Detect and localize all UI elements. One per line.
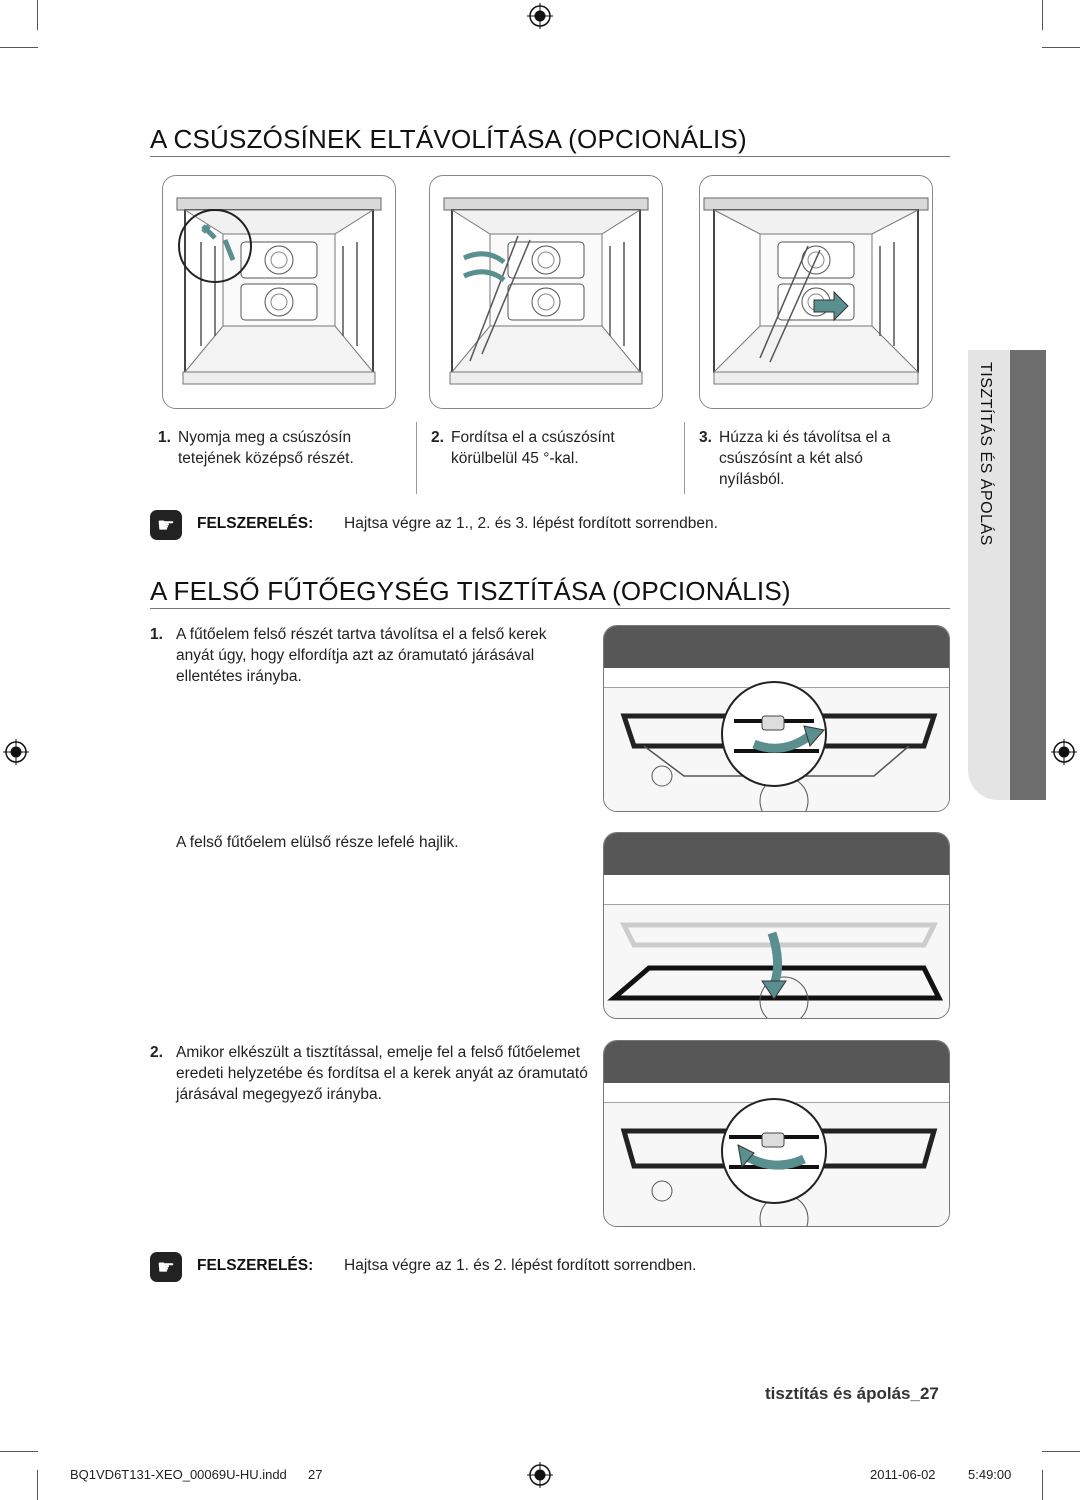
top-band: [604, 626, 949, 668]
crop-mark: [0, 47, 38, 48]
footer-filename: BQ1VD6T131-XEO_00069U-HU.indd: [70, 1467, 287, 1482]
heater-step-1: 1. A fűtőelem felső részét tartva távolí…: [150, 624, 580, 690]
step-number: 1.: [150, 626, 163, 643]
crop-mark: [1042, 1451, 1080, 1452]
heater-diagram-2: [603, 832, 950, 1019]
crop-mark: [1042, 1470, 1043, 1500]
registration-mark-icon: [527, 3, 553, 29]
note-text: Hajtsa végre az 1., 2. és 3. lépést ford…: [344, 515, 718, 532]
section-title-rail-removal: A CSÚSZÓSÍNEK ELTÁVOLÍTÁSA (OPCIONÁLIS): [150, 124, 747, 154]
page-number-label: tisztítás és ápolás_27: [765, 1384, 939, 1403]
top-band: [604, 1041, 949, 1083]
step-3: 3. Húzza ki és távolítsa el a csúszósínt…: [699, 427, 939, 493]
registration-mark-icon: [3, 739, 29, 765]
crop-mark: [37, 0, 38, 30]
pointing-hand-icon: ☛: [150, 1252, 182, 1282]
chapter-side-tab: TISZTÍTÁS ÉS ÁPOLÁS: [968, 350, 1078, 800]
footer-date: 2011-06-02: [870, 1467, 936, 1482]
registration-mark-icon: [1051, 739, 1077, 765]
pointing-hand-icon: ☛: [150, 510, 182, 540]
heater-step-2: 2. Amikor elkészült a tisztítással, emel…: [150, 1042, 590, 1108]
diagram-step-3: [699, 175, 933, 409]
step-number: 3.: [699, 429, 712, 446]
heater-diagram-3: [603, 1040, 950, 1227]
step-text: Amikor elkészült a tisztítással, emelje …: [176, 1044, 588, 1103]
note-text: Hajtsa végre az 1. és 2. lépést fordítot…: [344, 1257, 697, 1274]
step-text: A fűtőelem felső részét tartva távolítsa…: [176, 626, 547, 685]
note-label: FELSZERELÉS:: [197, 1257, 314, 1274]
install-note: ☛ FELSZERELÉS: Hajtsa végre az 1. és 2. …: [150, 1252, 950, 1284]
crop-mark: [0, 1451, 38, 1452]
heater-caption: A felső fűtőelem elülső része lefelé haj…: [176, 834, 459, 851]
install-note: ☛ FELSZERELÉS: Hajtsa végre az 1., 2. és…: [150, 510, 950, 542]
step-number: 2.: [431, 429, 444, 446]
step-1: 1. Nyomja meg a csúszósín tetejének közé…: [158, 427, 403, 472]
top-band: [604, 833, 949, 875]
tab-bar: [1010, 350, 1046, 800]
step-2: 2. Fordítsa el a csúszósínt körülbelül 4…: [431, 427, 666, 472]
step-text: Nyomja meg a csúszósín tetejének középső…: [178, 429, 354, 467]
footer-time: 5:49:00: [968, 1467, 1012, 1482]
crop-mark: [1042, 0, 1043, 30]
diagram-step-2: [429, 175, 663, 409]
step-number: 1.: [158, 429, 171, 446]
note-label: FELSZERELÉS:: [197, 515, 314, 532]
column-divider: [684, 422, 685, 494]
step-text: Húzza ki és távolítsa el a csúszósínt a …: [719, 429, 891, 488]
title-rule: [150, 608, 950, 609]
heater-diagram-1: [603, 625, 950, 812]
chapter-tab-label: TISZTÍTÁS ÉS ÁPOLÁS: [977, 362, 994, 546]
tab-background: [968, 350, 1010, 800]
step-text: Fordítsa el a csúszósínt körülbelül 45 °…: [451, 429, 615, 467]
registration-mark-icon: [527, 1462, 553, 1488]
title-rule: [150, 156, 950, 157]
footer-page: 27: [308, 1467, 323, 1482]
crop-mark: [37, 1470, 38, 1500]
crop-mark: [1042, 47, 1080, 48]
step-number: 2.: [150, 1044, 163, 1061]
section-title-heater-cleaning: A FELSŐ FŰTŐEGYSÉG TISZTÍTÁSA (OPCIONÁLI…: [150, 576, 791, 606]
column-divider: [416, 422, 417, 494]
diagram-step-1: [162, 175, 396, 409]
